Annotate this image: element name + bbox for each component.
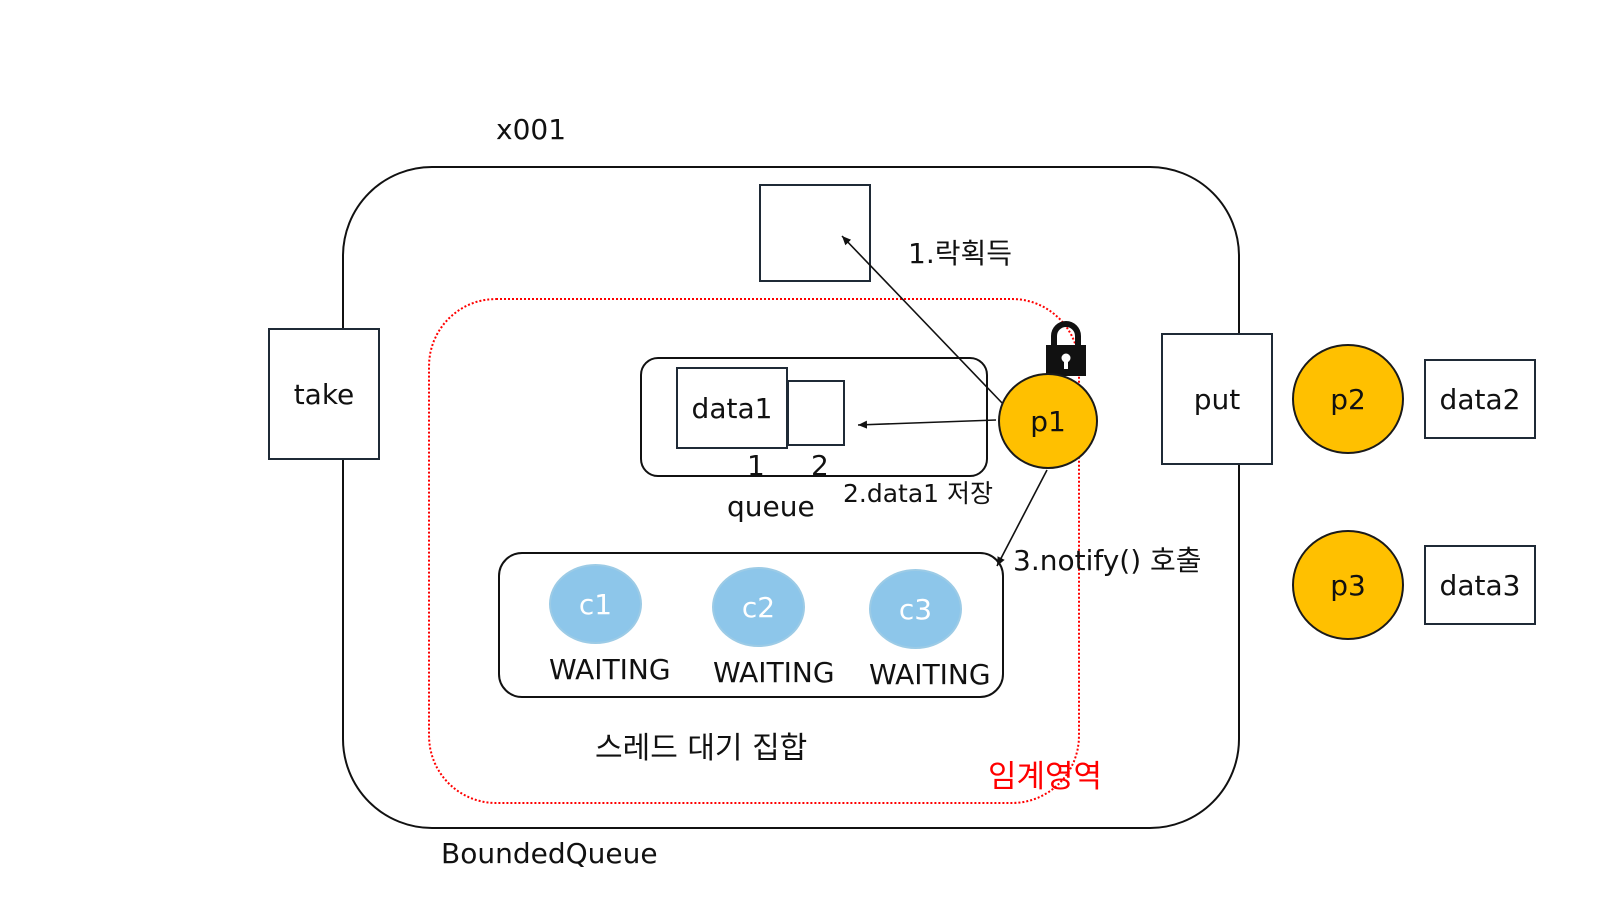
thread-wait-set <box>498 552 1004 698</box>
thread-state-c1: WAITING <box>549 653 671 686</box>
consumer-thread-c1: c1 <box>549 564 642 644</box>
object-id-label: x001 <box>496 113 567 146</box>
producer-thread-p3: p3 <box>1292 530 1404 640</box>
step-1-acquire-lock: 1.락획득 <box>908 237 1012 270</box>
consumer-thread-c2: c2 <box>712 567 805 647</box>
arrow-store-data <box>857 419 997 429</box>
queue-slot-2 <box>787 380 845 446</box>
step-3-notify: 3.notify() 호출 <box>1013 544 1202 577</box>
consumer-thread-c3: c3 <box>869 569 962 649</box>
producer-data-data3: data3 <box>1424 545 1536 625</box>
lock-icon <box>1043 318 1089 378</box>
arrow-notify <box>996 469 1048 567</box>
producer-data-data2: data2 <box>1424 359 1536 439</box>
monitor-lock-slot <box>759 184 871 282</box>
queue-label: queue <box>727 490 815 523</box>
producer-thread-p2: p2 <box>1292 344 1404 454</box>
arrow-lock-acquire <box>841 235 1005 406</box>
step-2-store-data: 2.data1 저장 <box>843 479 994 508</box>
producer-thread-p1: p1 <box>998 373 1098 469</box>
bounded-queue-instance <box>342 166 1240 829</box>
critical-section-label: 임계영역 <box>988 759 1103 795</box>
wait-set-label: 스레드 대기 집합 <box>595 731 808 766</box>
thread-state-c3: WAITING <box>869 658 991 691</box>
queue-index-1: 1 <box>747 449 765 482</box>
queue-slot-1: data1 <box>676 367 788 449</box>
critical-section <box>428 298 1080 804</box>
take-method-box: take <box>268 328 380 460</box>
put-method-box: put <box>1161 333 1273 465</box>
thread-state-c2: WAITING <box>713 656 835 689</box>
object-name-label: BoundedQueue <box>441 837 658 870</box>
queue-index-2: 2 <box>811 449 829 482</box>
